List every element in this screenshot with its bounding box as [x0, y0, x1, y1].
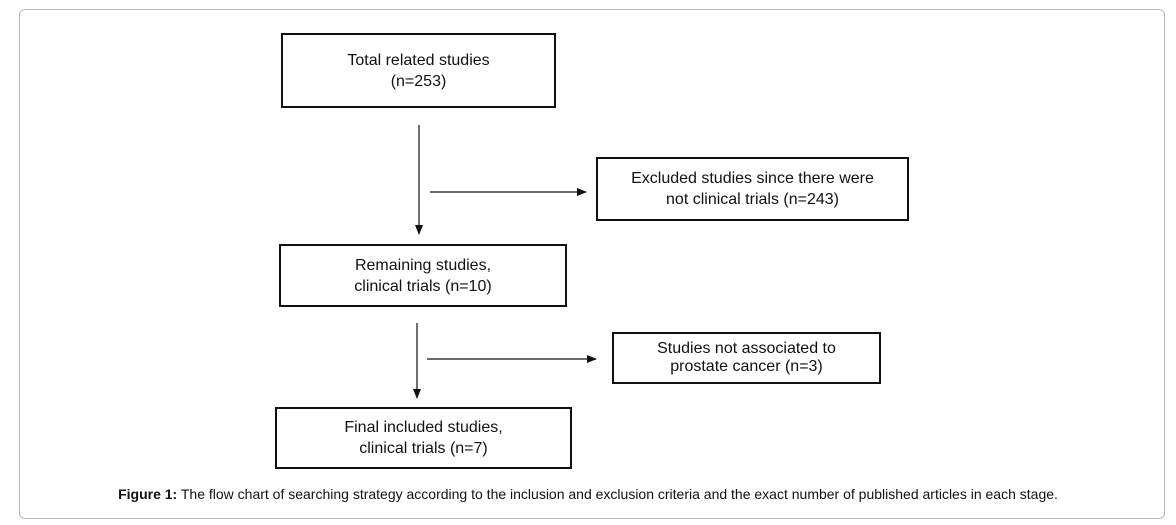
total-studies-line1: Total related studies: [347, 51, 490, 69]
final-studies-line2: clinical trials (n=7): [359, 440, 488, 457]
remaining-studies-line1: Remaining studies,: [354, 256, 492, 274]
not-associated-box: Studies not associated to prostate cance…: [612, 332, 881, 384]
final-studies-box: Final included studies, clinical trials …: [275, 407, 572, 469]
total-studies-count: (n=253): [390, 72, 447, 90]
total-studies-box: Total related studies (n=253): [281, 33, 556, 108]
excluded-studies-line2: not clinical trials (n=243): [666, 191, 839, 208]
figure-caption-label: Figure 1:: [118, 486, 178, 502]
figure-frame: [19, 9, 1165, 519]
figure-caption-text: The flow chart of searching strategy acc…: [177, 486, 1058, 502]
not-associated-line2: prostate cancer (n=3): [670, 358, 823, 375]
excluded-studies-line1: Excluded studies since there were: [631, 170, 874, 187]
remaining-studies-line2: clinical trials (n=10): [354, 277, 492, 295]
final-studies-line1: Final included studies,: [344, 419, 503, 436]
figure-caption: Figure 1: The flow chart of searching st…: [0, 485, 1176, 503]
remaining-studies-box: Remaining studies, clinical trials (n=10…: [279, 244, 567, 307]
not-associated-line1: Studies not associated to: [657, 340, 836, 357]
excluded-studies-box: Excluded studies since there were not cl…: [596, 157, 909, 221]
